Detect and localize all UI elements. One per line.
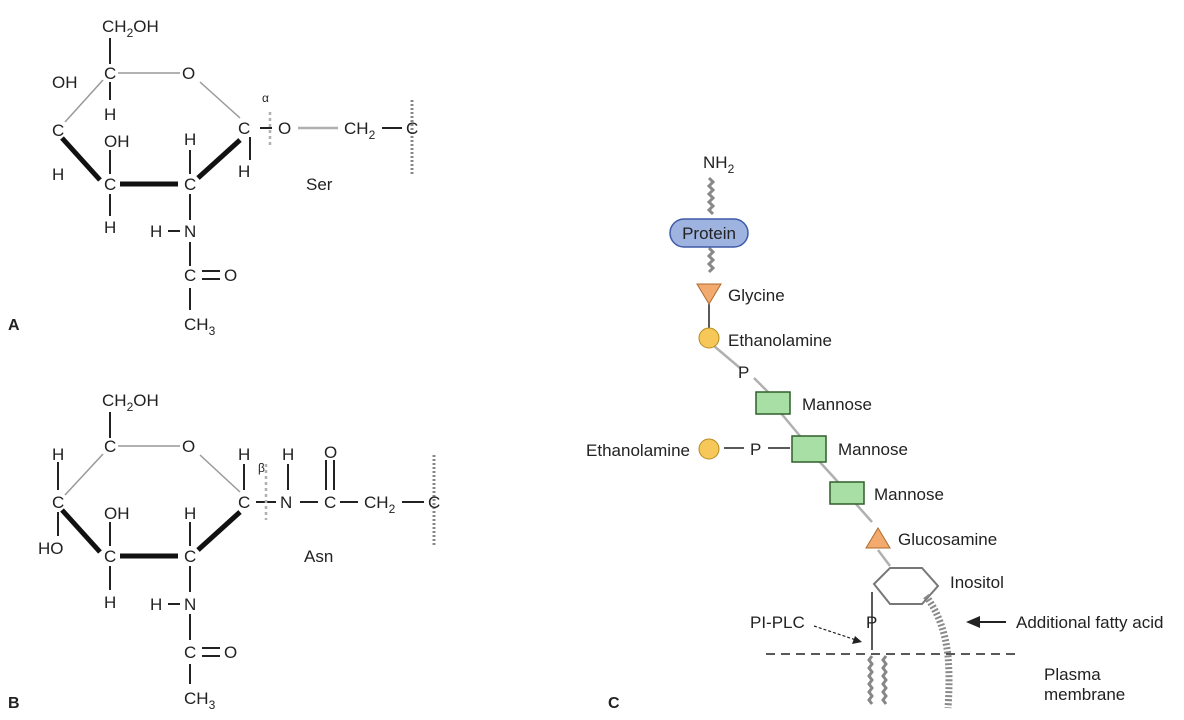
svg-text:CH2OH: CH2OH (102, 391, 159, 414)
c2-atom-a: C (184, 175, 196, 194)
h-c3-a: H (104, 218, 116, 237)
svg-text:CH2OH: CH2OH (102, 17, 159, 40)
svg-text:Ethanolamine: Ethanolamine (586, 441, 690, 460)
oh-c3-a: OH (104, 132, 130, 151)
h-n-a: H (150, 222, 162, 241)
c2-atom-b: C (184, 547, 196, 566)
h-c1-a: H (238, 162, 250, 181)
c3-atom-b: C (104, 547, 116, 566)
ring-oxygen-a: O (182, 64, 195, 83)
lipid-tail-2 (881, 655, 888, 705)
ser-label: Ser (306, 175, 333, 194)
ethanolamine-node-2: Ethanolamine (586, 438, 720, 460)
carbonyl-carbon-b: C (184, 643, 196, 662)
svg-text:CH2: CH2 (364, 493, 396, 516)
ch2-label-a: CH2 (344, 119, 376, 142)
svg-text:PI-PLC: PI-PLC (750, 613, 805, 632)
c-terminal-chain (706, 246, 716, 274)
nitrogen-a: N (184, 222, 196, 241)
svg-text:membrane: membrane (1044, 685, 1125, 704)
panel-b-n-linked-structure: CH2OH C O H C HO OH C H H C H N C O CH3 … (38, 391, 440, 712)
c3-atom-a: C (104, 175, 116, 194)
alpha-label: α (262, 91, 269, 105)
amide-nitrogen-b: N (280, 493, 292, 512)
n-terminal-chain (706, 176, 716, 216)
c4-atom-b: C (52, 493, 64, 512)
alpha-carbon-ser: C (406, 119, 418, 138)
nh2-terminus: NH2 (703, 153, 735, 176)
panel-a-label: A (8, 317, 20, 334)
h-amide-b: H (282, 445, 294, 464)
svg-text:Mannose: Mannose (838, 440, 908, 459)
h-c4-a: H (52, 165, 64, 184)
additional-fatty-acid-chain (923, 593, 953, 709)
glycine-node: Glycine (696, 283, 785, 305)
amide-oxygen-b: O (324, 443, 337, 462)
nitrogen-b: N (184, 595, 196, 614)
amide-carbon-b: C (324, 493, 336, 512)
phosphate-2: P (750, 440, 761, 459)
ho-c4-b: HO (38, 539, 64, 558)
svg-text:Glycine: Glycine (728, 286, 785, 305)
h-c2-a: H (184, 130, 196, 149)
svg-text:Ethanolamine: Ethanolamine (728, 331, 832, 350)
c4-atom-a: C (52, 121, 64, 140)
h-n-b: H (150, 595, 162, 614)
h-c5-b: H (52, 445, 64, 464)
h-c3-b: H (104, 593, 116, 612)
ch3-label-b: CH3 (184, 689, 216, 712)
ethanolamine-node-1: Ethanolamine (698, 327, 832, 350)
panel-c-gpi-anchor: NH2 Protein Glycine Ethanolamine P Manno… (586, 153, 1163, 709)
beta-label: β (258, 461, 265, 475)
mannose-node-2: Mannose (791, 435, 908, 463)
ring-oxygen-b: O (182, 437, 195, 456)
h-c1-b: H (238, 445, 250, 464)
svg-text:NH2: NH2 (703, 153, 735, 176)
c1-atom-a: C (238, 119, 250, 138)
panel-b-label: B (8, 695, 20, 712)
carbonyl-carbon-a: C (184, 266, 196, 285)
carbonyl-oxygen-b: O (224, 643, 237, 662)
svg-text:Mannose: Mannose (874, 485, 944, 504)
panel-a-o-linked-structure: CH2OH C O OH H C H OH C H H C H N C O CH… (52, 17, 418, 338)
h-c2-b: H (184, 504, 196, 523)
c5-atom-a: C (104, 64, 116, 83)
asn-label: Asn (304, 547, 333, 566)
svg-text:CH2: CH2 (344, 119, 376, 142)
svg-text:Glucosamine: Glucosamine (898, 530, 997, 549)
mannose-node-1: Mannose (755, 391, 872, 415)
svg-text:Mannose: Mannose (802, 395, 872, 414)
svg-text:Plasma: Plasma (1044, 665, 1101, 684)
ch2-label-b: CH2 (364, 493, 396, 516)
ch2oh-label-b: CH2OH (102, 391, 159, 414)
svg-text:Protein: Protein (682, 224, 736, 243)
glucosamine-node: Glucosamine (865, 527, 997, 549)
phosphate-3: P (866, 613, 877, 632)
oh-c3-b: OH (104, 504, 130, 523)
additional-fatty-acid-pointer: Additional fatty acid (966, 613, 1163, 632)
svg-text:Additional fatty acid: Additional fatty acid (1016, 613, 1163, 632)
glycosidic-oxygen-a: O (278, 119, 291, 138)
lipid-tail-1 (867, 655, 874, 705)
inositol-ring: Inositol (872, 567, 1004, 605)
pi-plc-arrow: PI-PLC (750, 613, 862, 644)
svg-text:CH3: CH3 (184, 315, 216, 338)
ch3-label-a: CH3 (184, 315, 216, 338)
c1-atom-b: C (238, 493, 250, 512)
panel-c-label: C (608, 695, 620, 712)
protein-node: Protein (669, 218, 749, 248)
svg-text:CH3: CH3 (184, 689, 216, 712)
oh-c4-a: OH (52, 73, 78, 92)
phosphate-1: P (738, 363, 749, 382)
plasma-membrane-label: Plasma membrane (1044, 665, 1125, 704)
ch2oh-label-a: CH2OH (102, 17, 159, 40)
carbonyl-oxygen-a: O (224, 266, 237, 285)
h-c5-a: H (104, 105, 116, 124)
svg-text:Inositol: Inositol (950, 573, 1004, 592)
c5-atom-b: C (104, 437, 116, 456)
alpha-carbon-asn: C (428, 493, 440, 512)
mannose-node-3: Mannose (829, 481, 944, 505)
